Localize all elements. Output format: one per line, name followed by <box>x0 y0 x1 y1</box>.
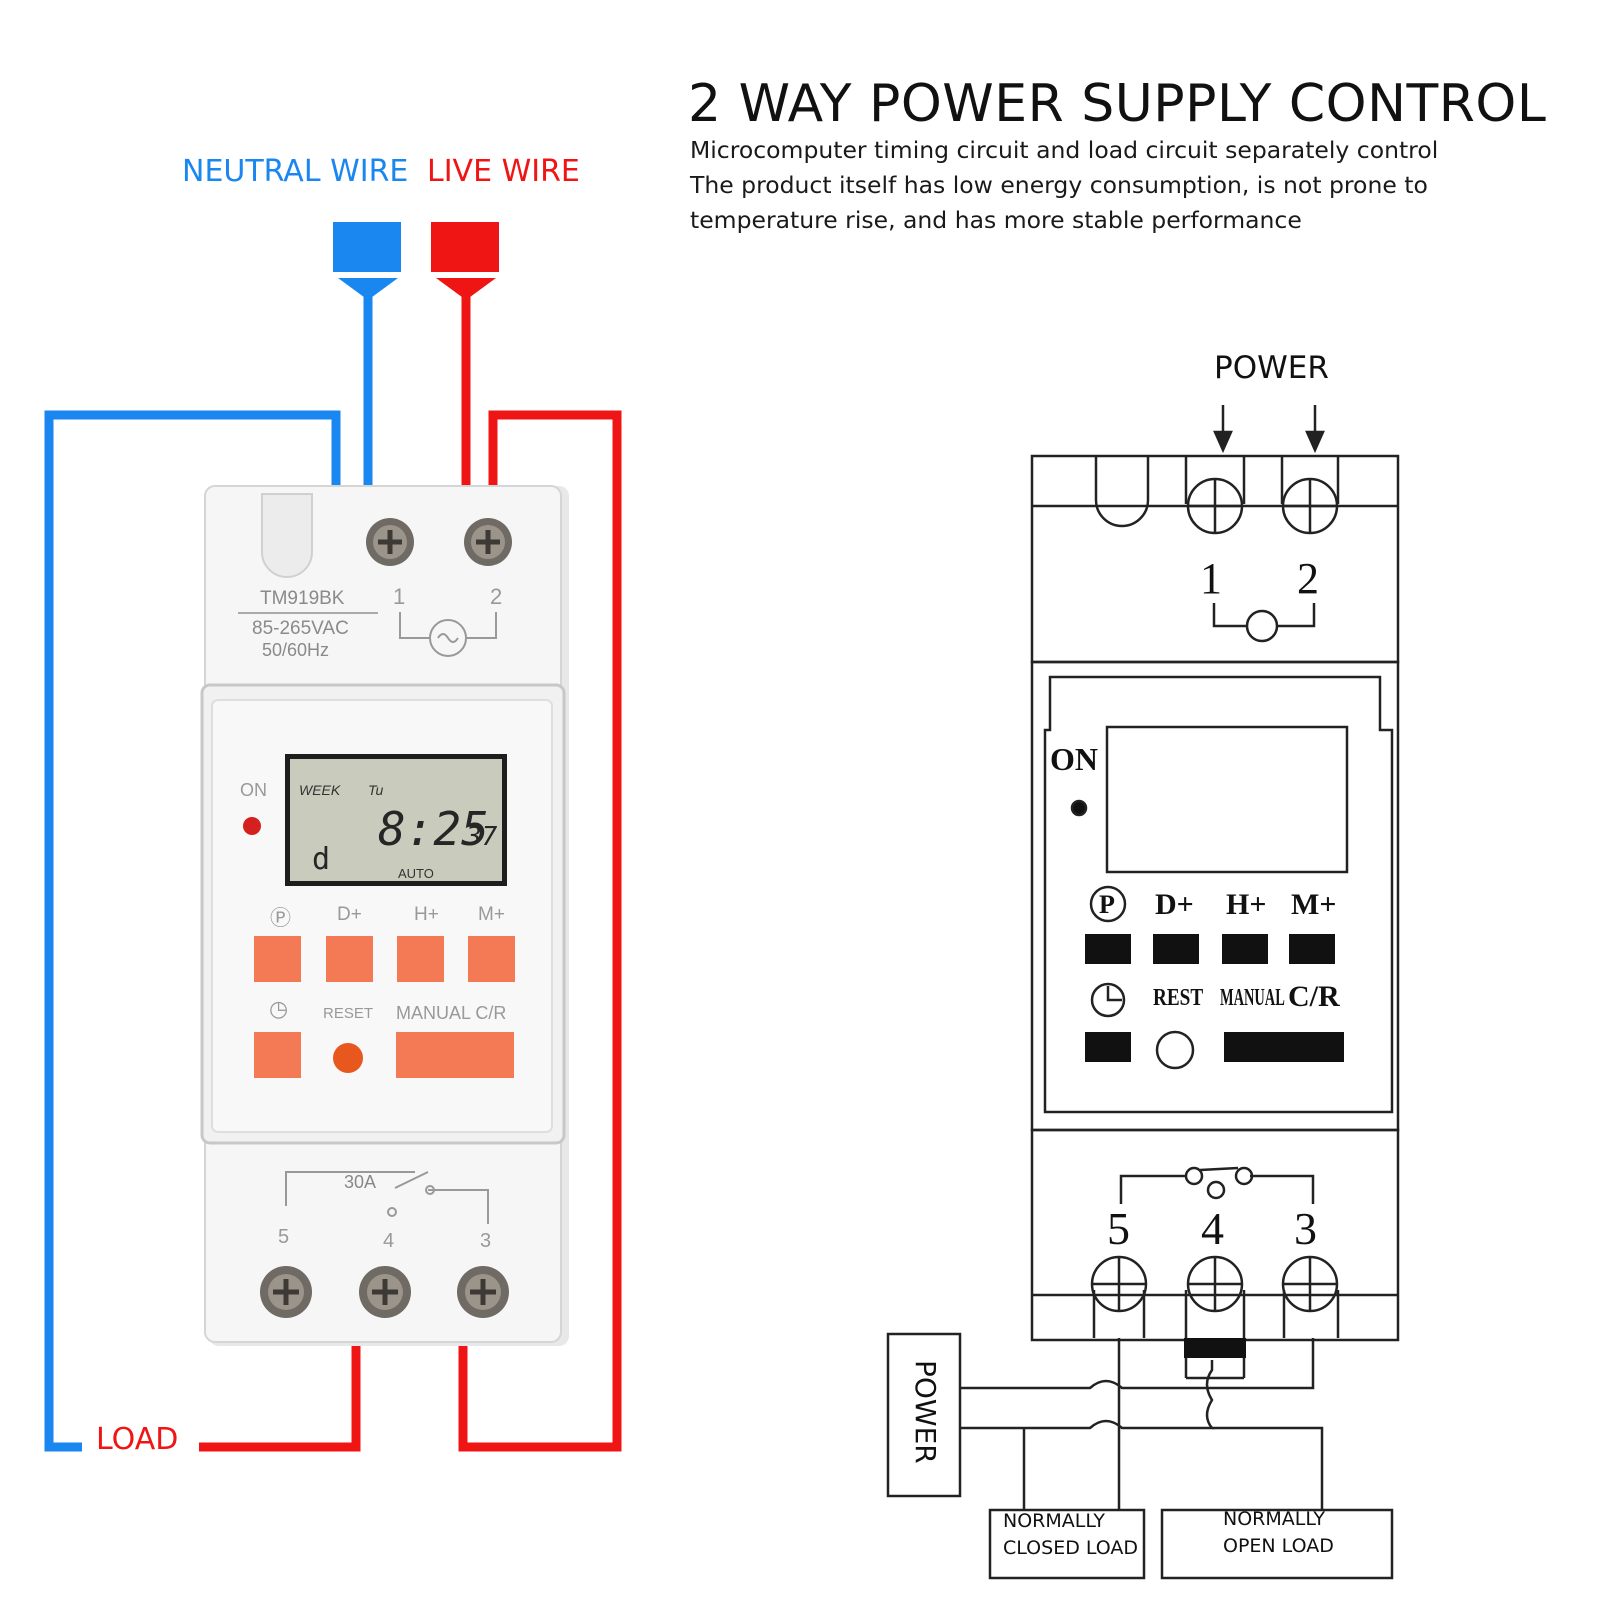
schematic-reset-label: REST <box>1153 985 1204 1011</box>
nc-load-line-1: NORMALLY <box>1003 1510 1106 1532</box>
lcd-seconds: 37 <box>466 822 498 852</box>
device-contact-rating: 30A <box>344 1172 377 1192</box>
schematic-manual-label: MANUAL <box>1220 985 1285 1011</box>
lcd-mode: AUTO <box>398 866 434 881</box>
device-terminal-4: 4 <box>383 1230 395 1252</box>
lcd-program: d <box>312 842 331 877</box>
description-line-2: The product itself has low energy consum… <box>690 171 1428 199</box>
device-terminal-5: 5 <box>278 1226 290 1248</box>
schematic-terminal-2: 2 <box>1297 554 1319 603</box>
schematic-p-label: P <box>1099 890 1115 919</box>
screw-terminal-4-icon <box>359 1266 411 1318</box>
live-wire-label: LIVE WIRE <box>427 154 580 189</box>
schematic-m-plus-label: M+ <box>1291 888 1337 921</box>
schematic-terminal-1: 1 <box>1200 554 1222 603</box>
neutral-connector-icon <box>333 222 401 300</box>
device-terminal-3: 3 <box>480 1230 492 1252</box>
device-h-plus-label: H+ <box>414 904 439 925</box>
screw-terminal-1-icon <box>366 518 414 566</box>
schematic-power-box: POWER <box>909 1360 942 1464</box>
live-connector-icon <box>431 222 499 300</box>
description-line-3: temperature rise, and has more stable pe… <box>690 206 1302 234</box>
nc-load-line-2: CLOSED LOAD <box>1003 1537 1139 1559</box>
device-m-plus-label: M+ <box>478 904 505 925</box>
schematic-terminal-5: 5 <box>1107 1203 1130 1254</box>
device-manual-label: MANUAL C/R <box>396 1003 507 1023</box>
schematic-cr-label: C/R <box>1288 980 1340 1013</box>
timer-device <box>200 485 569 1346</box>
lcd-week: WEEK <box>299 782 341 798</box>
schematic-terminal-3: 3 <box>1294 1203 1317 1254</box>
screw-terminal-3-icon <box>457 1266 509 1318</box>
device-d-plus-label: D+ <box>337 904 362 925</box>
no-load-line-1: NORMALLY <box>1223 1508 1326 1530</box>
schematic-h-plus-label: H+ <box>1226 888 1267 921</box>
screw-terminal-2-icon <box>464 518 512 566</box>
device-clock-icon: ◷ <box>269 996 289 1021</box>
device-terminal-1: 1 <box>393 584 406 609</box>
device-program-label: Ⓟ <box>270 907 291 930</box>
description-line-1: Microcomputer timing circuit and load ci… <box>690 136 1439 164</box>
neutral-wire-label: NEUTRAL WIRE <box>182 154 409 189</box>
page-title: 2 WAY POWER SUPPLY CONTROL <box>688 74 1547 134</box>
device-on-label: ON <box>240 780 267 800</box>
device-terminal-2: 2 <box>490 584 503 609</box>
device-voltage: 85-265VAC <box>252 618 349 639</box>
device-reset-label: RESET <box>323 1005 374 1022</box>
lcd-time: 8:25 <box>378 802 489 856</box>
device-model: TM919BK <box>260 588 345 609</box>
no-load-line-2: OPEN LOAD <box>1223 1535 1334 1557</box>
schematic-terminal-4: 4 <box>1201 1203 1224 1254</box>
lcd-day: Tu <box>368 782 384 798</box>
schematic-d-plus-label: D+ <box>1155 888 1194 921</box>
schematic-on-label: ON <box>1050 741 1098 777</box>
load-label: LOAD <box>96 1422 179 1457</box>
neutral-wire <box>44 285 373 1452</box>
schematic-power-top: POWER <box>1214 350 1329 386</box>
live-wire <box>199 285 622 1452</box>
screw-terminal-5-icon <box>260 1266 312 1318</box>
device-frequency: 50/60Hz <box>262 640 330 660</box>
